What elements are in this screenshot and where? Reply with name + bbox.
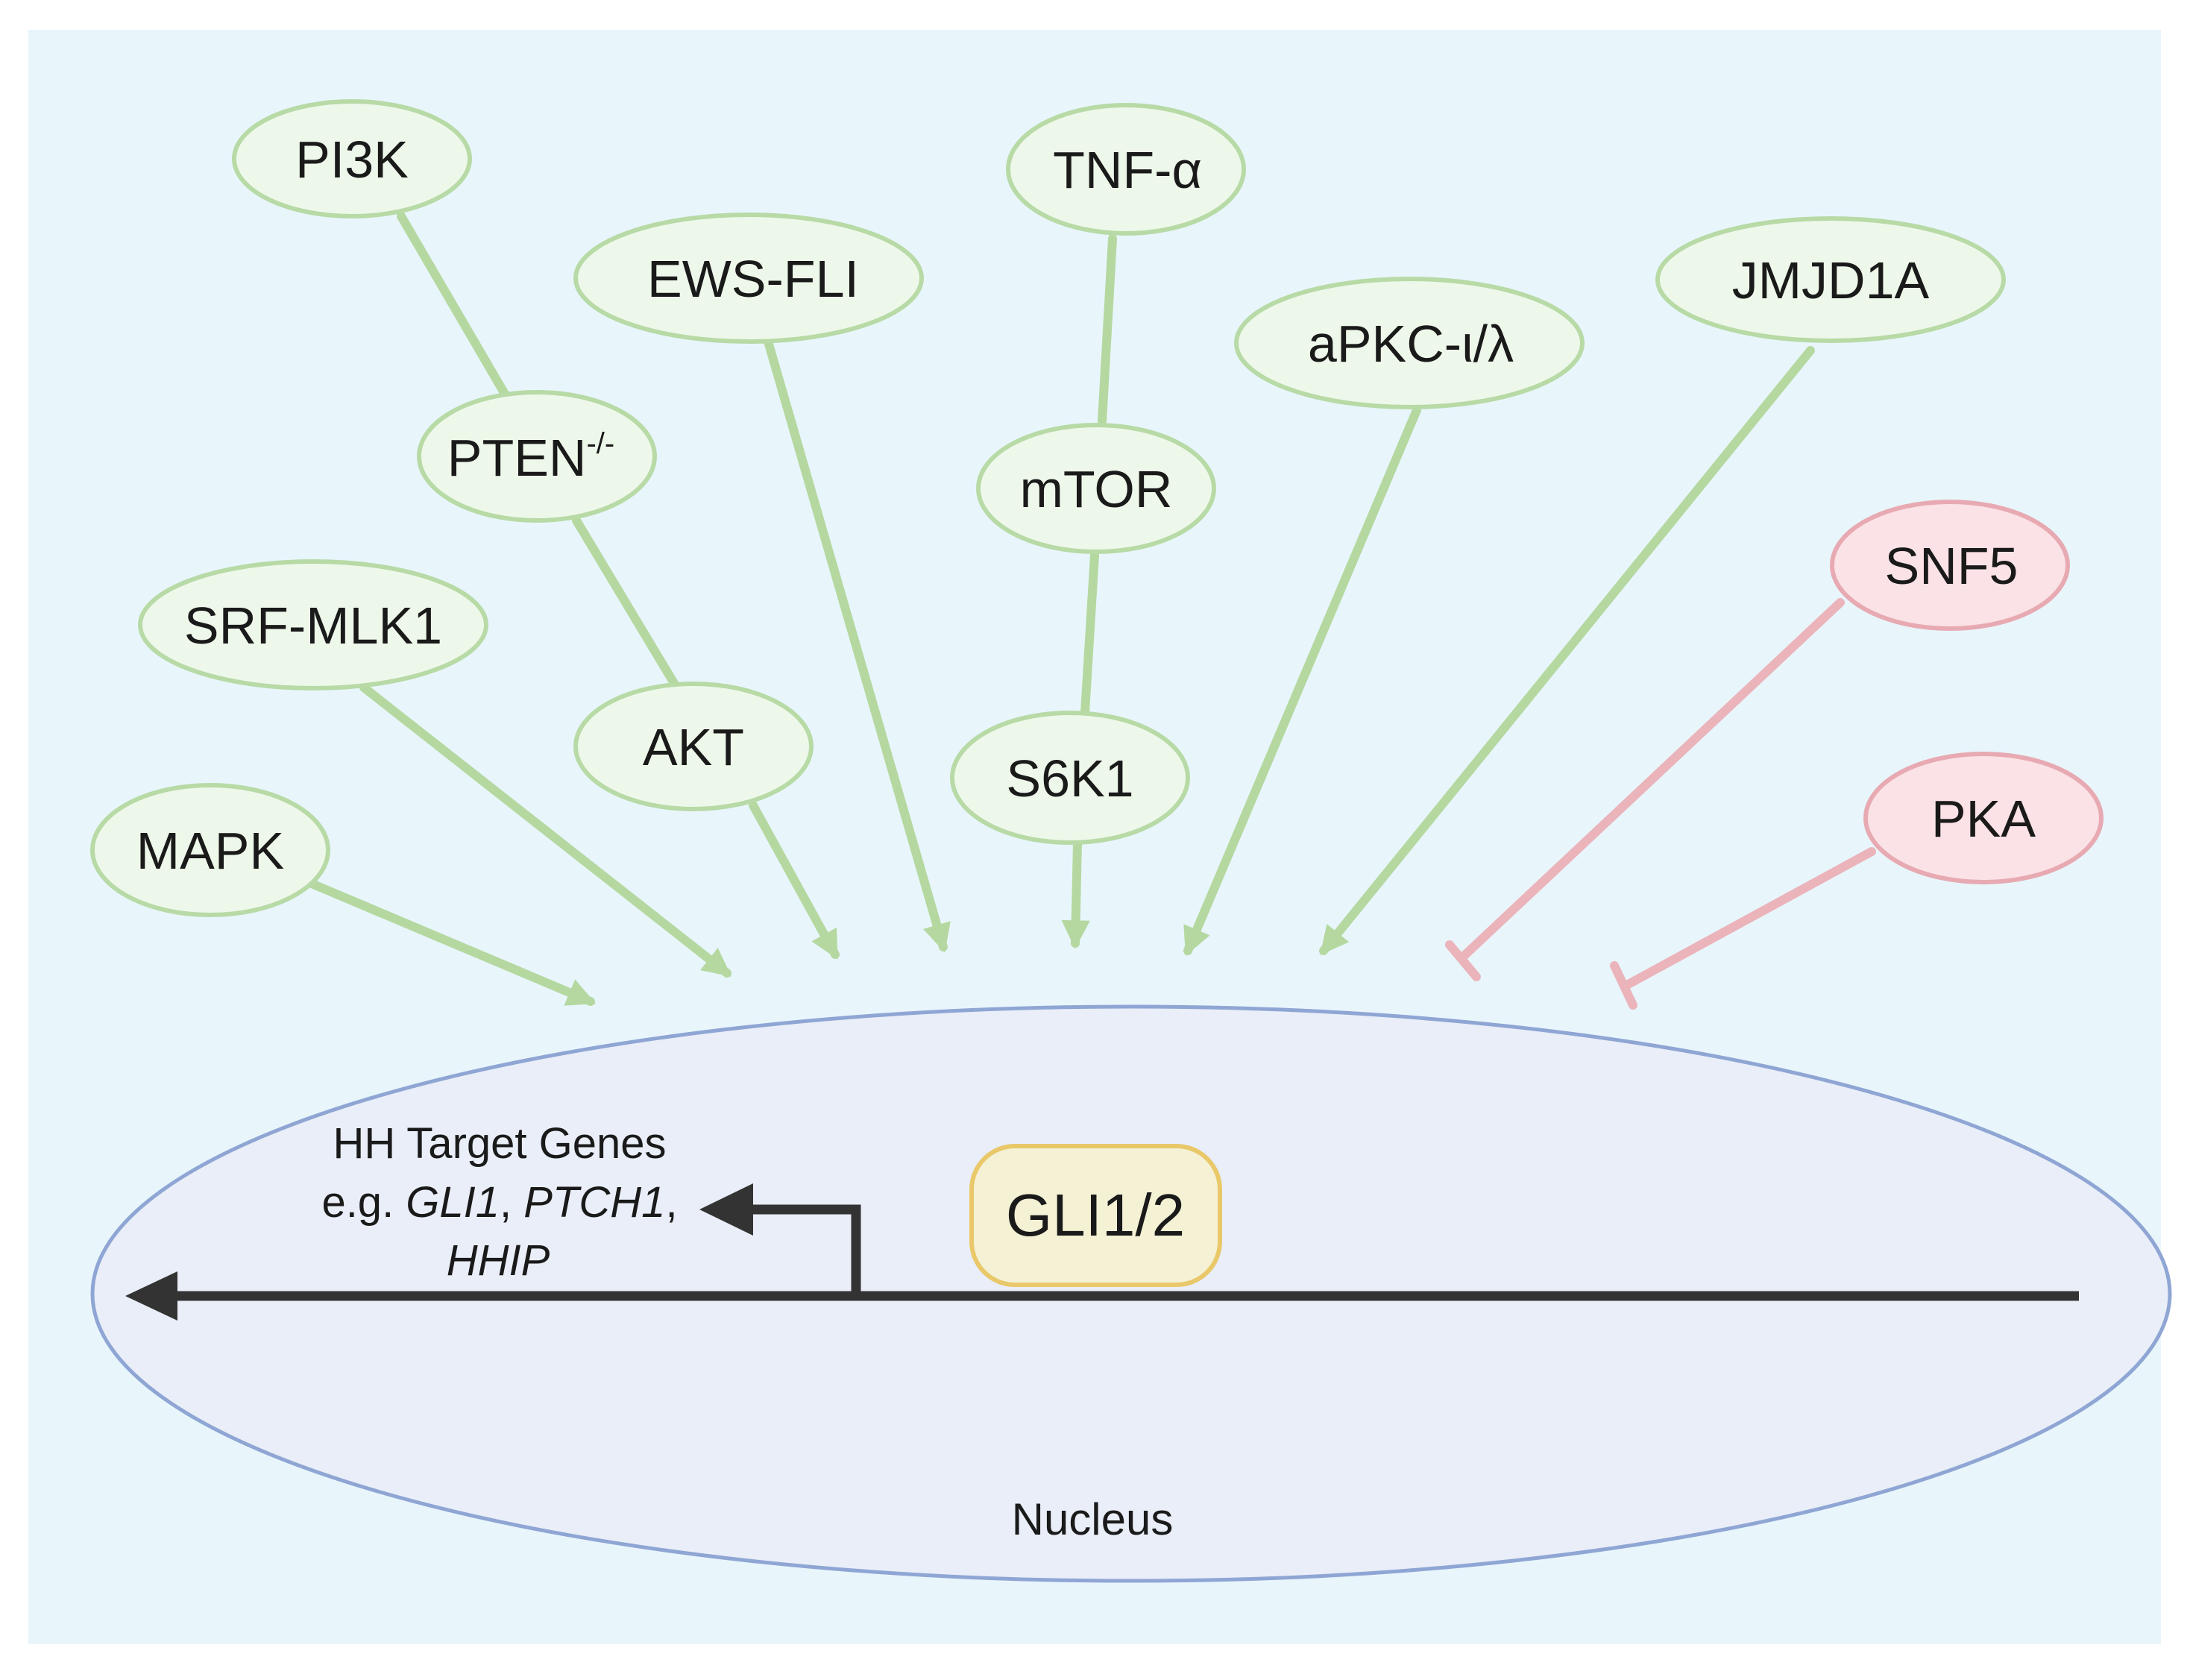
label-s6k1: S6K1 (1006, 749, 1133, 808)
label-jmjd1a: JMJD1A (1732, 251, 1930, 309)
edge-s6k1-gli (1061, 838, 1090, 949)
label-srf-mlk1: SRF-MLK1 (184, 597, 442, 655)
edge-snf5-tbar (1445, 940, 1481, 981)
node-pka (1863, 752, 2104, 884)
label-mtor: mTOR (1020, 460, 1173, 518)
node-mtor (976, 423, 1216, 554)
label-mapk: MAPK (136, 822, 284, 880)
gli-label: GLI1/2 (1006, 1182, 1185, 1248)
node-jmjd1a (1655, 216, 2006, 343)
repressor-nodes (1830, 500, 2104, 884)
node-mapk (90, 783, 330, 917)
node-labels: PI3K PTEN-/- AKT SRF-MLK1 MAPK EWS-FLI T… (136, 130, 2036, 880)
target-genes-title: HH Target Genes (333, 1119, 666, 1168)
node-tnf-alpha (1006, 103, 1246, 236)
label-akt: AKT (643, 718, 744, 776)
dna-arrowhead (125, 1271, 177, 1321)
node-srf-mlk1 (138, 559, 488, 690)
label-pka: PKA (1931, 790, 2036, 848)
dna-strand (125, 1183, 2079, 1321)
edge-pka-tbar (1610, 961, 1637, 1010)
edge-ews-fli-gli (764, 337, 951, 953)
activation-edges (307, 212, 1815, 1006)
gli-node: GLI1/2 (969, 1144, 1222, 1287)
label-snf5: SNF5 (1885, 537, 2018, 595)
edge-srf-mlk1-gli (359, 683, 732, 978)
edge-snf5-gli (1457, 598, 1845, 963)
label-tnf-alpha: TNF-α (1053, 141, 1202, 199)
target-genes-examples: e.g. GLI1, PTCH1, (321, 1178, 677, 1227)
gli-box (969, 1144, 1222, 1287)
label-pten: PTEN-/- (447, 427, 614, 487)
edge-pka-gli (1621, 847, 1876, 990)
node-apkc (1234, 277, 1585, 409)
node-snf5 (1830, 500, 2070, 631)
transcription-start-arrow (747, 1204, 861, 1292)
edge-apkc-gli (1183, 406, 1421, 957)
node-pten (417, 390, 657, 523)
edge-akt-gli (749, 801, 840, 960)
edge-mtor-s6k1 (1080, 551, 1099, 717)
target-genes: HH Target Genes e.g. GLI1, PTCH1, HHIP (321, 1119, 677, 1285)
target-genes-hhip: HHIP (447, 1236, 550, 1285)
node-akt (573, 682, 814, 811)
edge-jmjd1a-gli (1319, 346, 1815, 955)
inhibition-edges (1445, 598, 1876, 1010)
label-apkc: aPKC-ι/λ (1308, 315, 1514, 373)
activator-nodes (90, 99, 2006, 917)
edge-pi3k-pten (397, 212, 510, 400)
nucleus-label: Nucleus (1012, 1494, 1174, 1544)
node-s6k1 (950, 711, 1190, 845)
transcription-arrowhead (699, 1183, 753, 1236)
label-ews-fli: EWS-FLI (647, 250, 859, 308)
edge-pten-akt (572, 516, 679, 689)
edge-tnf-mtor (1098, 234, 1117, 426)
node-pi3k (232, 99, 472, 218)
node-ews-fli (573, 213, 924, 344)
label-pi3k: PI3K (295, 130, 409, 189)
edge-mapk-gli (307, 879, 597, 1006)
